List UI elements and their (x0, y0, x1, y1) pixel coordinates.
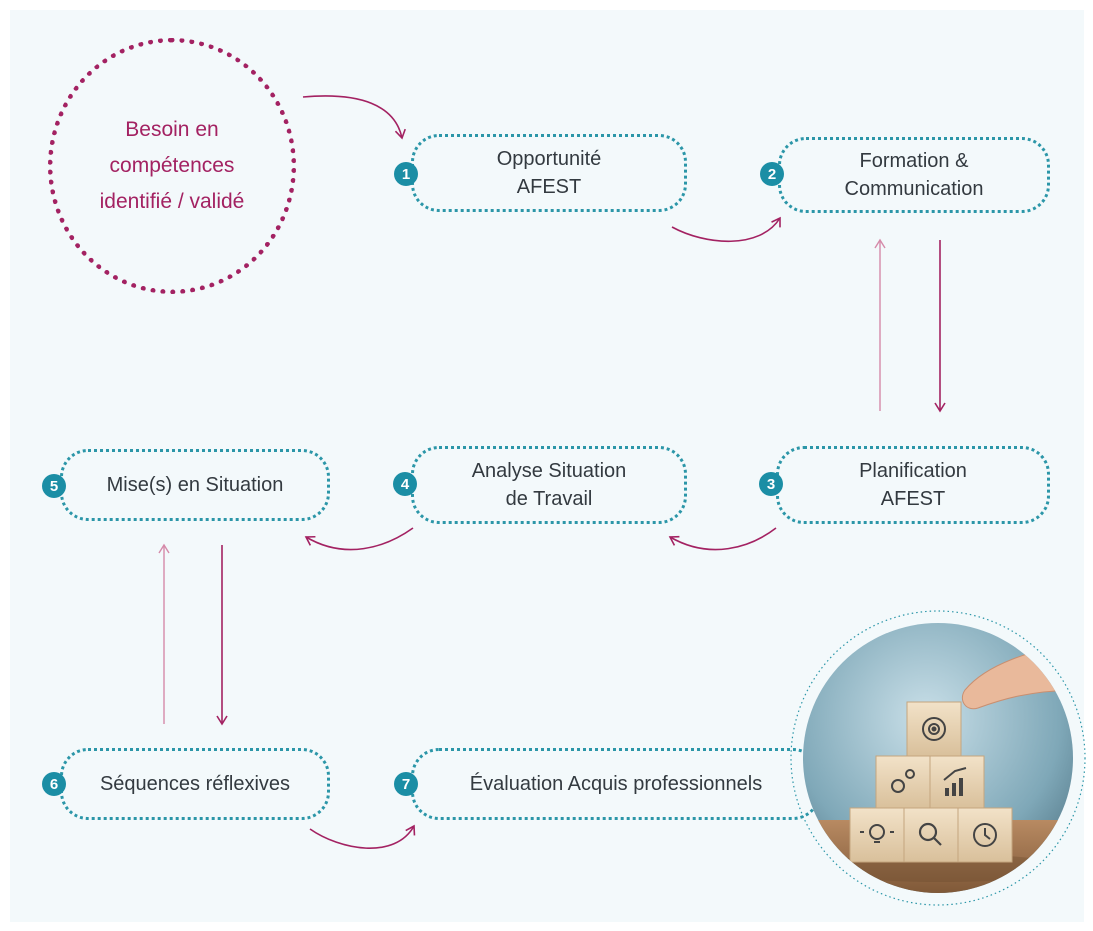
step-7-badge: 7 (394, 772, 418, 796)
step-5-box: Mise(s) en Situation (60, 449, 330, 521)
need-line-3: identifié / validé (99, 190, 245, 213)
step-5-badge: 5 (42, 474, 66, 498)
target-icon (922, 717, 946, 741)
step-2-badge: 2 (760, 162, 784, 186)
step-7-box: Évaluation Acquis professionnels (411, 748, 821, 820)
step-6-line-1: Séquences réflexives (99, 773, 291, 795)
step-4-line-2: de Travail (505, 488, 593, 510)
arrow-step6-to-step7 (309, 824, 416, 849)
step-3-badge: 3 (759, 472, 783, 496)
step-3-line-2: AFEST (880, 488, 946, 510)
clock-icon (973, 823, 997, 847)
step-6-badge: 6 (42, 772, 66, 796)
lightbulb-icon (860, 824, 894, 843)
step-4-line-1: Analyse Situation (471, 460, 627, 482)
arrow-step1-to-step2 (671, 216, 781, 243)
step-4-badge: 4 (393, 472, 417, 496)
step-3-line-1: Planification (859, 460, 967, 482)
growth-chart-icon (943, 767, 967, 796)
step-1-line-1: Opportunité (496, 148, 602, 170)
step-3-box: Planification AFEST (776, 446, 1050, 524)
need-circle: Besoin en compétences identifié / validé (48, 38, 296, 294)
need-line-2: compétences (109, 154, 235, 177)
step-6-box: Séquences réflexives (60, 748, 330, 820)
step-5-line-1: Mise(s) en Situation (106, 474, 284, 496)
magnifier-icon (918, 822, 942, 846)
gears-icon (891, 769, 915, 793)
step-1-line-2: AFEST (516, 176, 582, 198)
arrow-step4-to-step5 (304, 527, 414, 551)
step-2-line-2: Communication (844, 178, 984, 200)
step-2-line-1: Formation & (859, 150, 969, 172)
step-1-badge: 1 (394, 162, 418, 186)
arrow-step3-to-step4 (668, 527, 777, 551)
arrow-need-to-step1 (302, 95, 406, 140)
photo-blocks-image (790, 610, 1086, 906)
step-4-box: Analyse Situation de Travail (411, 446, 687, 524)
need-line-1: Besoin en (125, 118, 219, 141)
step-7-line-1: Évaluation Acquis professionnels (469, 773, 763, 795)
